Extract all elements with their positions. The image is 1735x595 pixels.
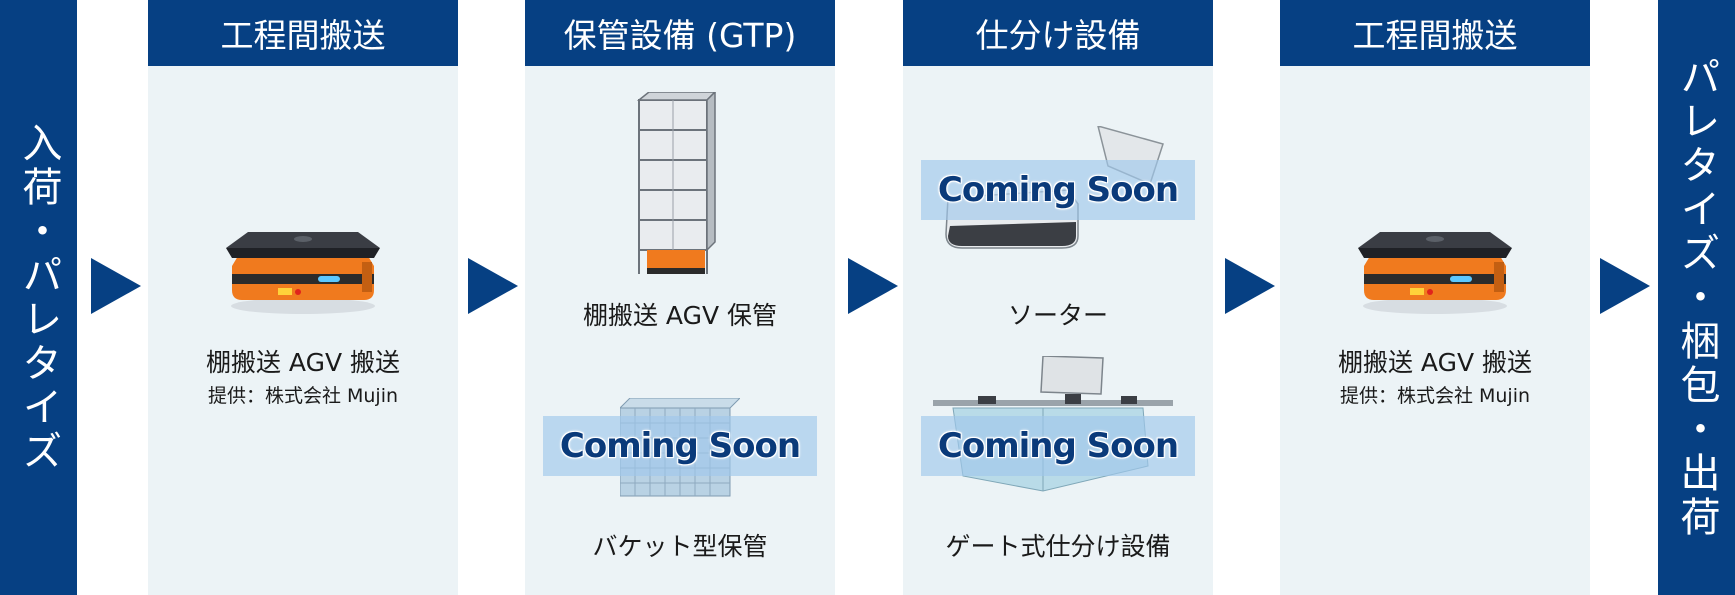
start-stage: 入荷・パレタイズ	[0, 0, 77, 595]
agv-robot-icon	[1358, 232, 1512, 314]
column-header: 保管設備 (GTP)	[525, 0, 835, 66]
item-label: 棚搬送 AGV 搬送	[205, 348, 401, 377]
coming-soon-badge: Coming Soon	[921, 416, 1195, 476]
start-stage-label: 入荷・パレタイズ	[15, 121, 62, 474]
flow-arrow-2	[468, 258, 518, 314]
column-transfer-2: 工程間搬送 棚搬送 AGV 搬送 提供：株式会社 Mujin	[1280, 0, 1590, 595]
column-header: 工程間搬送	[148, 0, 458, 66]
item-label: 棚搬送 AGV 保管	[582, 301, 778, 330]
item-label: バケット型保管	[592, 532, 768, 561]
column-sorting: 仕分け設備 Coming Soon ソーター Coming Soon ゲート式仕…	[903, 0, 1213, 595]
item-credit: 提供：株式会社 Mujin	[1339, 385, 1531, 407]
flow-arrow-4	[1225, 258, 1275, 314]
column-header: 仕分け設備	[903, 0, 1213, 66]
agv-robot-icon	[226, 232, 380, 314]
item-label: ソーター	[1007, 301, 1108, 330]
column-storage-gtp: 保管設備 (GTP) 棚搬送 AGV 保管 Coming Soon バケット型保…	[525, 0, 835, 595]
item-credit: 提供：株式会社 Mujin	[207, 385, 399, 407]
flow-arrow-5	[1600, 258, 1650, 314]
shelf-rack-icon	[636, 92, 717, 274]
coming-soon-badge: Coming Soon	[921, 160, 1195, 220]
item-label: 棚搬送 AGV 搬送	[1337, 348, 1533, 377]
flow-arrow-1	[91, 258, 141, 314]
coming-soon-badge: Coming Soon	[543, 416, 817, 476]
flow-arrow-3	[848, 258, 898, 314]
column-header: 工程間搬送	[1280, 0, 1590, 66]
end-stage: パレタイズ・梱包・出荷	[1658, 0, 1735, 595]
end-stage-label: パレタイズ・梱包・出荷	[1673, 55, 1720, 540]
item-label: ゲート式仕分け設備	[945, 532, 1171, 561]
column-transfer-1: 工程間搬送 棚搬送 AGV 搬送 提供：株式会社 Mujin	[148, 0, 458, 595]
